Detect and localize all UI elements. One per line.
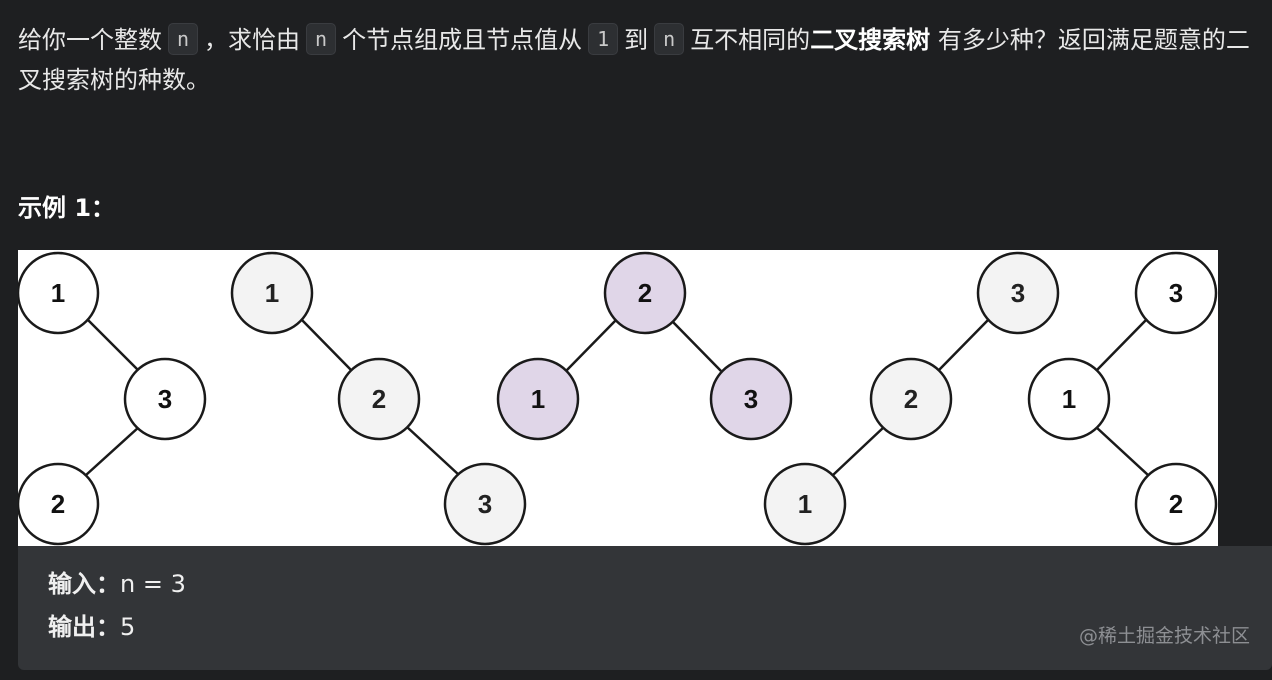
svg-text:1: 1 <box>51 278 65 308</box>
tree-4-node-root: 3 <box>976 251 1060 335</box>
code-n-3: n <box>654 23 685 55</box>
code-1: 1 <box>588 23 619 55</box>
output-label: 输出： <box>48 613 120 641</box>
tree-1: 1 3 2 <box>18 251 207 546</box>
tree-1-node-root: 1 <box>18 251 100 335</box>
desc-text-2: ，求恰由 <box>204 26 301 54</box>
desc-text-4: 到 <box>624 26 649 54</box>
tree-1-node-right: 3 <box>123 357 207 441</box>
code-n-1: n <box>168 23 199 55</box>
tree-5-node-left: 1 <box>1027 357 1111 441</box>
svg-text:2: 2 <box>372 384 386 414</box>
input-line: 输入：n = 3 <box>48 564 186 604</box>
input-value: n = 3 <box>120 570 186 598</box>
svg-text:2: 2 <box>1169 489 1183 519</box>
tree-1-node-leaf: 2 <box>18 462 100 546</box>
svg-text:1: 1 <box>798 489 812 519</box>
svg-text:3: 3 <box>478 489 492 519</box>
svg-text:2: 2 <box>51 489 65 519</box>
svg-text:3: 3 <box>744 384 758 414</box>
example-title: 示例 1： <box>18 194 116 222</box>
tree-4-node-leaf: 1 <box>763 462 847 546</box>
svg-text:3: 3 <box>1011 278 1025 308</box>
watermark: @稀土掘金技术社区 <box>1078 625 1250 647</box>
tree-3-node-right: 3 <box>709 357 793 441</box>
example-io-box: 输入：n = 3 输出：5 @稀土掘金技术社区 <box>18 546 1272 670</box>
svg-text:1: 1 <box>265 278 279 308</box>
bst-figure: 1 3 2 1 2 3 <box>18 250 1218 546</box>
tree-5-node-leaf: 2 <box>1134 462 1218 546</box>
svg-text:1: 1 <box>531 384 545 414</box>
svg-text:1: 1 <box>1062 384 1076 414</box>
desc-text-1: 给你一个整数 <box>18 26 162 54</box>
desc-text-6: 有多少种？返回满足题意的二叉搜索树的种数。 <box>18 26 1250 94</box>
tree-5-node-root: 3 <box>1134 251 1218 335</box>
bst-term: 二叉搜索树 <box>810 26 931 54</box>
desc-text-5: 互不相同的 <box>690 26 811 54</box>
svg-text:2: 2 <box>904 384 918 414</box>
tree-4: 3 2 1 <box>763 251 1060 546</box>
tree-4-node-left: 2 <box>869 357 953 441</box>
tree-2-node-root: 1 <box>230 251 314 335</box>
svg-text:2: 2 <box>638 278 652 308</box>
tree-2: 1 2 3 <box>230 251 527 546</box>
tree-2-node-right: 2 <box>337 357 421 441</box>
tree-2-node-leaf: 3 <box>443 462 527 546</box>
output-value: 5 <box>120 613 136 641</box>
svg-text:3: 3 <box>158 384 172 414</box>
svg-text:3: 3 <box>1169 278 1183 308</box>
input-label: 输入： <box>48 570 120 598</box>
tree-3-node-root: 2 <box>603 251 687 335</box>
output-line: 输出：5 <box>48 607 135 647</box>
tree-5: 3 1 2 <box>1027 251 1218 546</box>
desc-text-3: 个节点组成且节点值从 <box>342 26 583 54</box>
tree-3: 2 1 3 <box>496 251 793 441</box>
tree-3-node-left: 1 <box>496 357 580 441</box>
code-n-2: n <box>306 23 337 55</box>
